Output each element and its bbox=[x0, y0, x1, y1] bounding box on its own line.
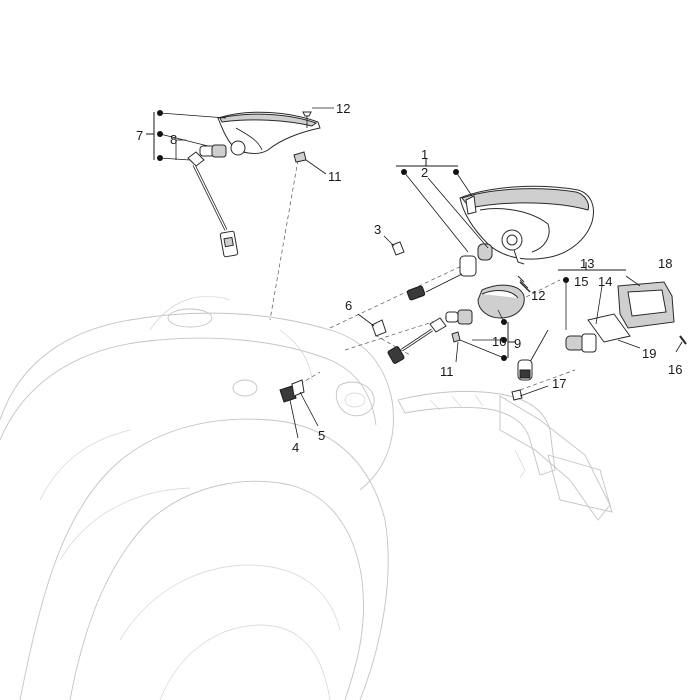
clip-11-mid bbox=[451, 331, 461, 343]
rear-indicator-bulb bbox=[387, 309, 473, 364]
callout-17: 17 bbox=[552, 376, 566, 391]
screw-12-top bbox=[302, 111, 312, 128]
plate-light-socket-14 bbox=[565, 313, 631, 353]
callout-5: 5 bbox=[318, 428, 325, 443]
callout-7: 7 bbox=[136, 128, 143, 143]
callout-3: 3 bbox=[374, 222, 381, 237]
callout-labels: 7 8 12 11 1 2 3 12 6 10 9 11 4 5 13 15 1… bbox=[136, 101, 682, 455]
callout-1: 1 bbox=[421, 147, 428, 162]
callout-19: 19 bbox=[642, 346, 656, 361]
callout-12-mid: 12 bbox=[531, 288, 545, 303]
plate-light-bulb-15 bbox=[517, 329, 549, 381]
leader-lines bbox=[289, 107, 683, 439]
tail-bulb-assembly bbox=[406, 243, 493, 301]
bracket-8 bbox=[175, 139, 186, 160]
callout-16: 16 bbox=[668, 362, 682, 377]
callout-11-top: 11 bbox=[328, 169, 342, 184]
callout-10: 10 bbox=[492, 334, 506, 349]
callout-4: 4 bbox=[292, 440, 299, 455]
callout-18: 18 bbox=[658, 256, 672, 271]
switch-4-5 bbox=[279, 379, 305, 403]
callout-8: 8 bbox=[170, 132, 177, 147]
rear-indicator-lens bbox=[477, 284, 525, 319]
rear-mudguard-outline bbox=[397, 390, 613, 521]
tail-light-housing bbox=[459, 185, 594, 265]
bracket-13 bbox=[558, 262, 626, 330]
plate-light-body-18 bbox=[617, 281, 675, 329]
callout-11-mid: 11 bbox=[440, 364, 454, 379]
clip-6 bbox=[371, 319, 387, 337]
screw-12-mid bbox=[517, 275, 531, 293]
callout-9: 9 bbox=[514, 336, 521, 351]
callout-14: 14 bbox=[598, 274, 612, 289]
screw-16 bbox=[679, 335, 687, 345]
callout-2: 2 bbox=[421, 165, 428, 180]
bracket-9 bbox=[459, 309, 516, 361]
callout-12-top: 12 bbox=[336, 101, 350, 116]
callout-6: 6 bbox=[345, 298, 352, 313]
assembly-dashed-lines bbox=[269, 159, 576, 391]
clip-11-top bbox=[293, 151, 307, 163]
callout-15: 15 bbox=[574, 274, 588, 289]
front-bulb bbox=[199, 140, 246, 158]
callout-13: 13 bbox=[580, 256, 594, 271]
bracket-1 bbox=[396, 158, 489, 253]
front-bulb-harness bbox=[187, 151, 239, 258]
bracket-7 bbox=[146, 110, 227, 161]
screw-17 bbox=[511, 389, 523, 401]
clip-3 bbox=[391, 241, 405, 256]
scooter-body-outline bbox=[0, 296, 394, 700]
